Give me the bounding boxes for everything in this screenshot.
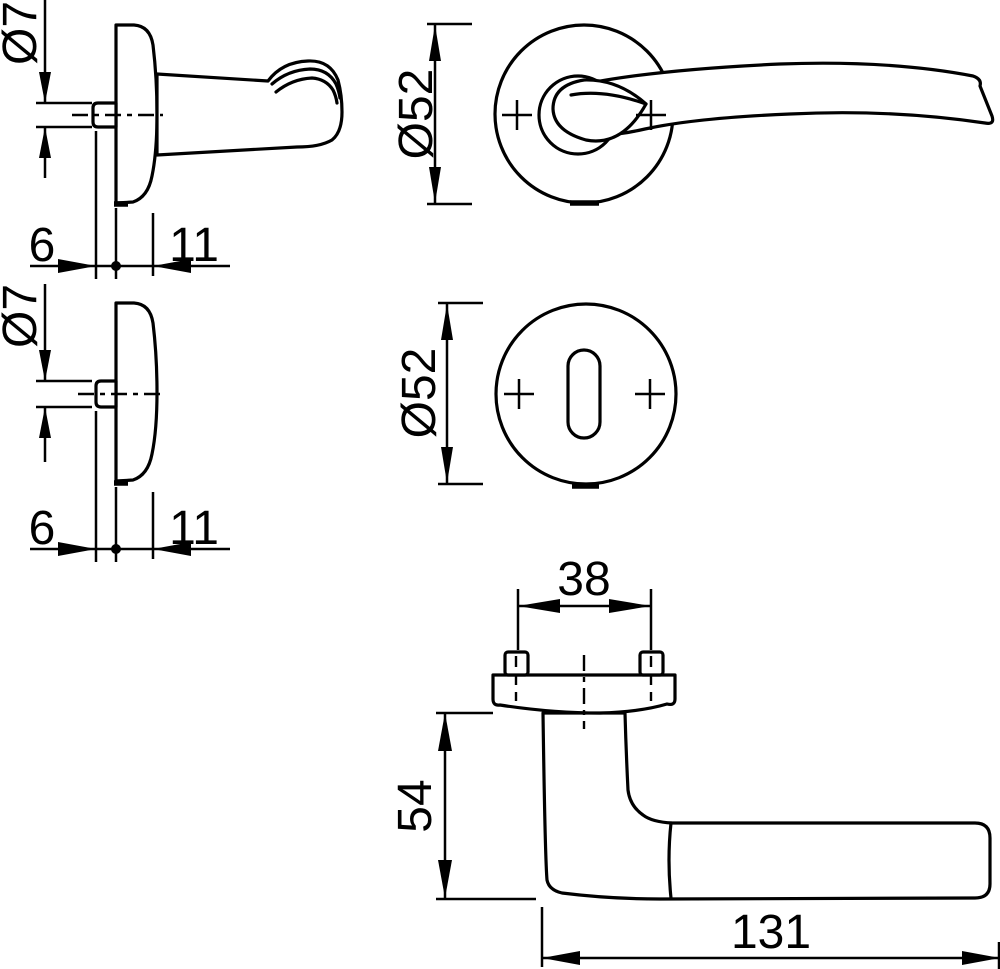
dim-label-screw-spacing: 38 <box>557 553 610 606</box>
dim-arrow-up <box>39 127 51 158</box>
dim-origin-dot <box>111 261 121 271</box>
dim-label-rose-diameter: Ø52 <box>390 69 443 160</box>
dim-arrow-up <box>429 25 441 61</box>
dim-arrow-down <box>39 72 51 103</box>
dim-label-projection: 54 <box>389 779 442 832</box>
dim-arrow-up <box>441 304 453 340</box>
handle-neck-grip-outline <box>541 711 992 901</box>
dim-arrow-left <box>518 599 560 613</box>
dim-arrow-up <box>438 713 452 751</box>
dim-label-grip-length: 131 <box>731 906 811 959</box>
dim-label-spindle-diameter: Ø7 <box>0 1 47 65</box>
dim-arrow-right <box>58 259 96 273</box>
dim-arrow-down <box>441 447 453 483</box>
view-key-rose-front: Ø52 <box>393 301 678 489</box>
dim-label-rose-depth: 11 <box>169 219 219 272</box>
grip-collar-line <box>667 821 673 900</box>
handle-neck-outline <box>155 59 344 157</box>
neck-fold-line <box>569 91 648 106</box>
screw-cross-left <box>504 379 534 409</box>
grip-end-arc-1 <box>270 67 342 100</box>
view-lever-rose-side: Ø7 6 11 <box>0 0 344 279</box>
view-key-rose-side: Ø7 6 11 <box>0 284 230 562</box>
dim-arrow-down <box>39 350 51 381</box>
dim-arrow-left <box>153 542 191 556</box>
dim-label-rose-diameter: Ø52 <box>393 348 446 439</box>
dim-arrow-left <box>542 951 580 965</box>
dim-origin-dot <box>111 544 121 554</box>
spindle-outline <box>91 101 118 129</box>
dim-label-rose-depth: 11 <box>169 502 219 555</box>
rose-body-outline <box>114 301 159 483</box>
dim-arrow-right <box>962 951 1000 965</box>
dim-arrow-down <box>429 167 441 203</box>
dim-arrow-right <box>58 542 96 556</box>
screw-cross-right <box>636 100 666 130</box>
lever-grip-outline <box>577 61 995 136</box>
grip-end-arc-2 <box>274 76 339 105</box>
dim-arrow-down <box>438 860 452 898</box>
dim-arrow-right <box>609 599 651 613</box>
dim-label-base-offset: 6 <box>29 219 56 272</box>
dim-arrow-up <box>39 407 51 438</box>
keyhole-slot <box>566 348 602 440</box>
dim-label-hub-diameter: Ø7 <box>0 284 47 348</box>
view-lever-rose-front: Ø52 <box>390 22 995 206</box>
dim-arrow-left <box>153 259 191 273</box>
hub-outline <box>94 379 118 409</box>
view-handle-top: 38 54 131 <box>389 553 1000 969</box>
screw-cross-right <box>635 379 665 409</box>
dim-label-base-offset: 6 <box>29 502 56 555</box>
screw-cross-left <box>502 100 532 130</box>
